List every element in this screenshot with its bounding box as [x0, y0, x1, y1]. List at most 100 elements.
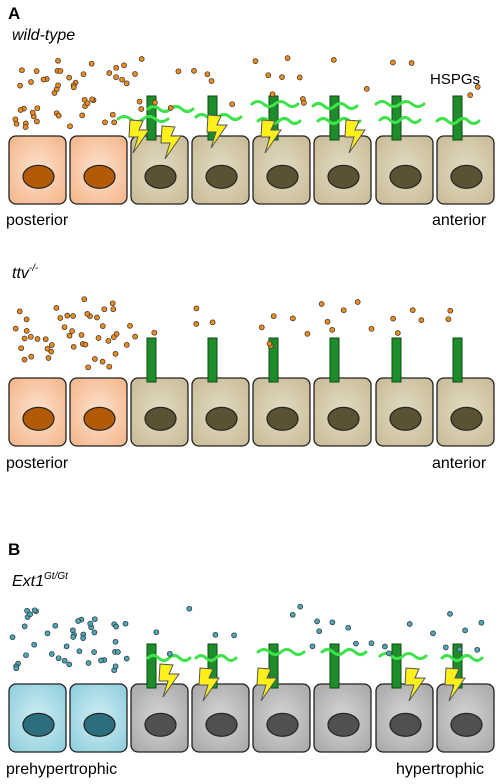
- ligand-ext1: [212, 631, 219, 638]
- ligand-ttv: [28, 353, 35, 360]
- ligand-ext1: [231, 632, 237, 639]
- ligand-ext1: [456, 646, 463, 653]
- hypertrophic-label: hypertrophic: [396, 761, 485, 778]
- ligand-ttv: [270, 313, 277, 320]
- ligand-ttv: [447, 307, 454, 314]
- ligand-ext1: [353, 640, 359, 647]
- ligand-wt: [269, 91, 276, 98]
- ligand-ttv: [151, 329, 158, 336]
- ligand-ttv: [112, 351, 119, 357]
- receptor-ext1: [329, 643, 340, 689]
- nucleus-ttv: [450, 406, 483, 431]
- receptor-ext1: [268, 643, 279, 689]
- ligand-ttv: [266, 340, 273, 347]
- ligand-wt: [208, 78, 215, 84]
- ligand-wt: [33, 68, 40, 74]
- signal-bolt-ext1: [158, 663, 180, 698]
- ligand-ttv: [44, 345, 51, 352]
- ligand-ttv: [23, 316, 30, 323]
- ligand-wt: [132, 71, 138, 77]
- nucleus-wt: [22, 164, 55, 189]
- ligand-ext1: [13, 665, 20, 672]
- ligand-ttv: [409, 307, 416, 313]
- ligand-ext1: [91, 629, 98, 636]
- receptor-ttv: [207, 337, 218, 383]
- nucleus-ttv: [327, 406, 360, 431]
- ligand-ext1: [447, 611, 453, 617]
- signal-bolt-ext1: [256, 667, 278, 702]
- prehypertrophic-label: prehypertrophic: [6, 761, 118, 778]
- ligand-ttv: [82, 341, 89, 348]
- ligand-wt: [111, 119, 118, 126]
- ligand-ttv: [85, 364, 91, 371]
- ligand-wt: [121, 62, 127, 69]
- ligand-ext1: [186, 605, 193, 612]
- ligand-ext1: [462, 627, 468, 634]
- nucleus-wt: [144, 164, 177, 189]
- ligand-ttv: [27, 333, 34, 340]
- ligand-ext1: [289, 611, 296, 618]
- ligand-ttv: [21, 335, 28, 342]
- ligand-ttv: [105, 338, 112, 344]
- nucleus-ttv: [83, 406, 116, 431]
- ligand-wt: [467, 92, 474, 98]
- hspg-chain-wt: [250, 100, 300, 108]
- ligand-ttv: [69, 328, 75, 334]
- ligand-ext1: [9, 634, 16, 641]
- ligand-wt: [175, 68, 182, 75]
- nucleus-ext1: [144, 712, 177, 737]
- ligand-ttv: [70, 313, 76, 319]
- receptor-ttv: [268, 337, 279, 383]
- hspg-chain-wt: [256, 117, 302, 125]
- hspg-chain-ext1: [320, 648, 368, 656]
- ligand-ext1: [382, 643, 388, 650]
- ligand-ext1: [75, 618, 81, 624]
- signal-layer: [128, 114, 466, 702]
- nucleus-wt: [266, 164, 299, 189]
- ligand-ext1: [27, 611, 33, 618]
- ligand-ext1: [314, 618, 320, 625]
- ligand-ttv: [99, 358, 106, 365]
- hspg-chain-ext1: [146, 654, 192, 662]
- ligand-ext1: [153, 629, 160, 636]
- signal-bolt-wt: [206, 114, 228, 149]
- ligand-wt: [119, 76, 125, 83]
- ligand-ttv: [12, 325, 19, 332]
- ligand-ttv: [340, 307, 347, 314]
- ligand-ttv: [34, 336, 41, 342]
- ligand-wt: [408, 60, 415, 66]
- ligand-wt: [55, 112, 62, 119]
- ligand-ttv: [354, 299, 361, 305]
- ligand-ttv: [132, 333, 138, 340]
- ligand-wt: [265, 72, 272, 79]
- ligand-wt: [363, 86, 370, 92]
- ligand-ttv: [394, 330, 401, 336]
- panel-a-letter: A: [8, 4, 21, 23]
- ligand-layer: [9, 55, 485, 674]
- signal-bolt-ext1: [404, 667, 426, 702]
- hspg-chain-wt: [116, 115, 170, 123]
- ligand-ext1: [48, 651, 55, 657]
- ligand-ext1: [406, 621, 413, 627]
- ligand-wt: [136, 98, 143, 105]
- ligand-ext1: [52, 622, 59, 629]
- ligand-ext1: [122, 620, 129, 627]
- ligand-ttv: [258, 324, 265, 331]
- ligand-wt: [66, 74, 73, 81]
- ligand-wt: [167, 105, 174, 111]
- ligand-wt: [138, 106, 145, 112]
- ligand-ext1: [31, 607, 38, 614]
- signal-bolt-wt: [128, 119, 150, 154]
- ligand-ext1: [474, 646, 481, 653]
- ligand-ttv: [48, 342, 55, 348]
- nucleus-ext1: [450, 712, 483, 737]
- signal-bolt-ext1: [444, 667, 466, 702]
- ligand-ttv: [95, 335, 102, 341]
- nucleus-ext1: [83, 712, 116, 737]
- receptor-wt: [329, 95, 340, 141]
- ligand-ext1: [31, 641, 38, 648]
- ligand-ext1: [24, 607, 30, 614]
- ext1-label: Ext1Gt/Gt: [12, 572, 68, 590]
- ligand-ttv: [329, 327, 336, 333]
